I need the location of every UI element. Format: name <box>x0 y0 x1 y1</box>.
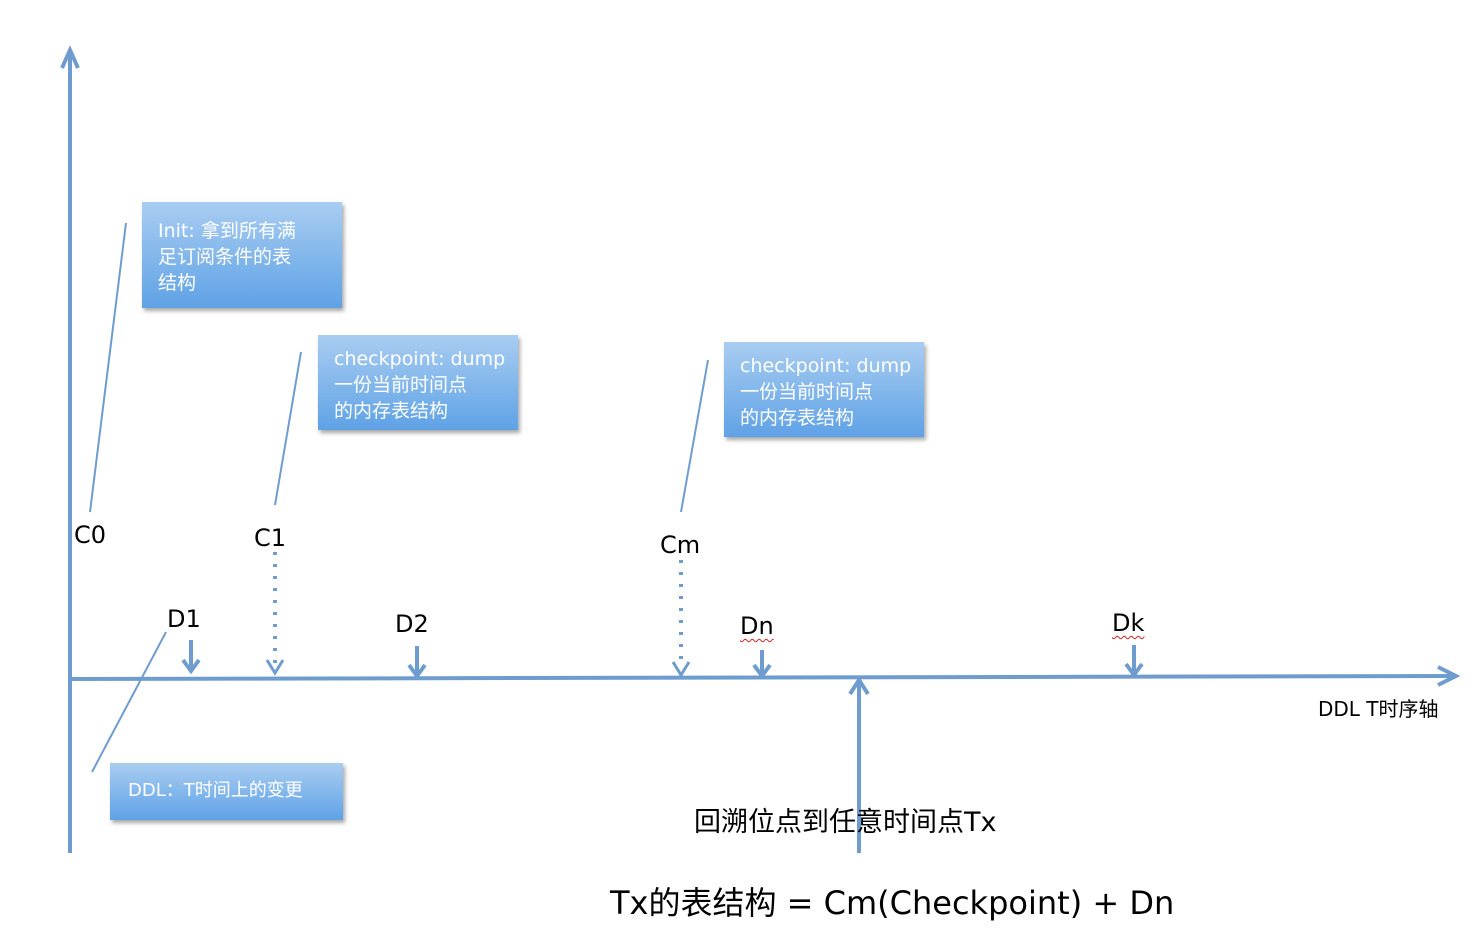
dn-arrowhead <box>752 663 772 680</box>
cm-dotted-arrowhead <box>671 661 691 678</box>
formula-label: Tx的表结构 = Cm(Checkpoint) + Dn <box>610 884 1175 922</box>
ddl-leader-line <box>91 631 167 773</box>
cm-leader-line <box>680 359 709 513</box>
ddl-label-d1: D1 <box>167 605 201 633</box>
dk-arrowhead <box>1124 662 1144 679</box>
ddl-callout-line-1: DDL：T时间上的变更 <box>128 780 303 801</box>
checkpoint-label-c0: C0 <box>74 521 107 549</box>
checkpoint-label-c1: C1 <box>254 524 287 552</box>
ddl-label-dk: Dk <box>1112 609 1145 637</box>
checkpoint-cm-line-3: 的内存表结构 <box>740 407 855 429</box>
c1-leader-line <box>274 351 302 506</box>
checkpoint-label-cm: Cm <box>660 531 701 559</box>
rewind-label: 回溯位点到任意时间点Tx <box>694 807 997 838</box>
ddl-label-d2: D2 <box>395 610 429 638</box>
checkpoint-cm-line-1: checkpoint: dump <box>740 355 912 377</box>
init-callout-line-1: Init: 拿到所有满 <box>158 220 296 242</box>
d1-arrowhead <box>181 658 201 675</box>
tx-arrowhead <box>848 676 870 696</box>
ddl-label-dn: Dn <box>740 612 774 640</box>
d2-arrowhead <box>407 663 427 680</box>
init-callout-line-2: 足订阅条件的表 <box>158 246 292 268</box>
checkpoint-c1-line-2: 一份当前时间点 <box>334 374 468 396</box>
checkpoint-c1-line-1: checkpoint: dump <box>334 348 506 370</box>
init-callout-line-3: 结构 <box>158 272 197 294</box>
time-axis-label: DDL T时序轴 <box>1318 697 1439 721</box>
vertical-axis-arrowhead <box>60 45 80 69</box>
ddl-callout: DDL：T时间上的变更 <box>110 763 343 820</box>
checkpoint-c1-callout: checkpoint: dump 一份当前时间点 的内存表结构 <box>318 335 518 430</box>
checkpoint-c1-line-3: 的内存表结构 <box>334 400 449 422</box>
init-leader-line <box>89 222 127 513</box>
time-axis-arrowhead <box>1437 665 1461 687</box>
c1-dotted-arrowhead <box>265 659 285 676</box>
init-callout: Init: 拿到所有满 足订阅条件的表 结构 <box>142 202 342 308</box>
checkpoint-cm-callout: checkpoint: dump 一份当前时间点 的内存表结构 <box>724 342 924 437</box>
checkpoint-cm-line-2: 一份当前时间点 <box>740 381 874 403</box>
